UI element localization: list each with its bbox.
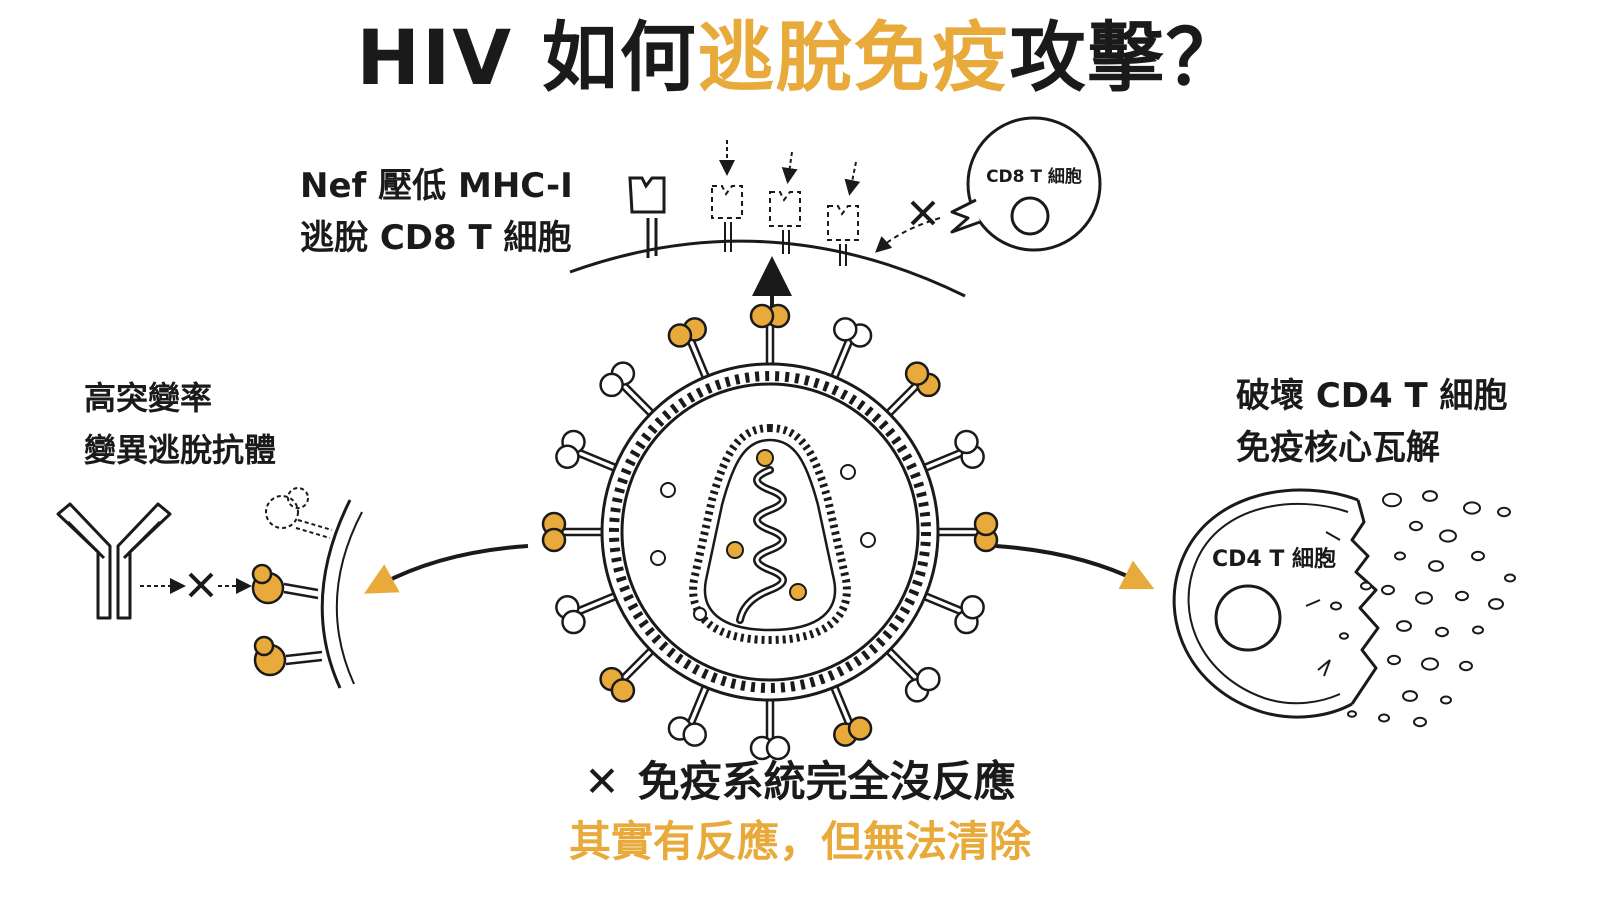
mhc-receptor-icon — [628, 176, 666, 258]
right-label-line2: 免疫核心瓦解 — [1236, 428, 1440, 468]
cell-debris — [1459, 660, 1473, 672]
envelope-spike — [830, 317, 873, 379]
arrow-right — [995, 544, 1155, 590]
envelope-spike — [938, 511, 999, 553]
cell-debris — [1382, 492, 1402, 508]
cd8-t-cell-icon: CD8 T 細胞 — [950, 116, 1102, 252]
cross-icon: ✕ — [584, 757, 620, 806]
envelope-spike — [923, 429, 985, 472]
cell-debris — [1402, 690, 1418, 702]
left-label: 高突變率 變異逃脫抗體 — [84, 372, 276, 476]
envelope-spike — [749, 700, 791, 761]
cell-debris — [1319, 556, 1329, 564]
cell-debris — [1415, 591, 1433, 605]
cell-debris — [1428, 560, 1444, 572]
cell-debris — [1455, 590, 1469, 602]
top-membrane-panel: CD8 T 細胞 — [569, 116, 1102, 318]
antibody-icon — [56, 502, 172, 620]
title-part1: HIV 如何 — [356, 13, 698, 102]
cd4-cell-label: CD4 T 細胞 — [1212, 546, 1336, 572]
cell-debris — [1421, 657, 1439, 671]
envelope-spike — [555, 592, 617, 635]
left-label-line1: 高突變率 — [84, 379, 213, 417]
mhc-receptor-dashed-2 — [769, 151, 801, 254]
left-membrane — [251, 487, 363, 689]
cell-debris — [1339, 632, 1349, 640]
left-label-line2: 變異逃脫抗體 — [84, 431, 277, 469]
cd8-cell-label: CD8 T 細胞 — [986, 166, 1082, 187]
title-highlight: 逃脫免疫 — [697, 13, 1010, 102]
mhc-receptor-dashed-1 — [711, 140, 743, 252]
cell-debris — [1378, 713, 1390, 723]
envelope-spike — [830, 685, 873, 747]
cell-debris — [1472, 625, 1484, 635]
cell-debris — [1413, 716, 1427, 728]
envelope-spike — [749, 303, 791, 364]
cell-debris — [1422, 490, 1438, 502]
cell-debris — [1463, 501, 1481, 515]
cell-debris — [1360, 581, 1372, 591]
envelope-spike — [923, 592, 985, 635]
cell-debris — [1488, 598, 1504, 610]
envelope-spike — [667, 317, 710, 379]
cell-debris — [1394, 551, 1406, 561]
hiv-virion-icon — [541, 303, 999, 761]
envelope-spike — [599, 647, 655, 703]
cell-debris — [1381, 584, 1395, 596]
top-label: Nef 壓低 MHC-I 逃脫 CD8 T 細胞 — [300, 160, 573, 264]
envelope-spike — [555, 429, 617, 472]
cell-debris — [1330, 601, 1342, 611]
cell-debris — [1439, 529, 1457, 543]
envelope-spike — [541, 511, 602, 553]
cross-icon — [188, 572, 214, 598]
cell-debris — [1396, 620, 1412, 632]
cell-debris — [1497, 506, 1511, 518]
bottom-statement-false: 免疫系統完全沒反應 — [637, 757, 1016, 806]
envelope-spike — [885, 647, 941, 703]
cd4-t-cell-icon: CD4 T 細胞 — [1172, 488, 1516, 728]
cell-debris — [1435, 626, 1449, 638]
page-title: HIV 如何逃脫免疫攻擊？ — [0, 16, 1600, 100]
cell-debris — [1504, 573, 1516, 583]
arrow-left — [363, 544, 529, 594]
cell-debris — [1440, 695, 1452, 705]
envelope-spike — [667, 685, 710, 747]
right-label-line1: 破壞 CD4 T 細胞 — [1236, 376, 1508, 416]
envelope-spike — [599, 361, 655, 417]
bottom-line2: 其實有反應，但無法清除 — [568, 817, 1031, 866]
cell-debris — [1387, 654, 1401, 666]
top-label-line1: Nef 壓低 MHC-I — [300, 166, 573, 206]
top-label-line2: 逃脫 CD8 T 細胞 — [300, 218, 572, 258]
envelope-spike — [885, 361, 941, 417]
mhc-receptor-dashed-3 — [827, 161, 861, 266]
cell-debris — [1347, 710, 1357, 718]
bottom-line1: ✕ 免疫系統完全沒反應 — [0, 748, 1600, 809]
cell-debris — [1471, 550, 1485, 562]
right-label: 破壞 CD4 T 細胞 免疫核心瓦解 — [1236, 370, 1508, 474]
title-part2: 攻擊？ — [1009, 13, 1244, 102]
cell-debris — [1409, 520, 1423, 532]
